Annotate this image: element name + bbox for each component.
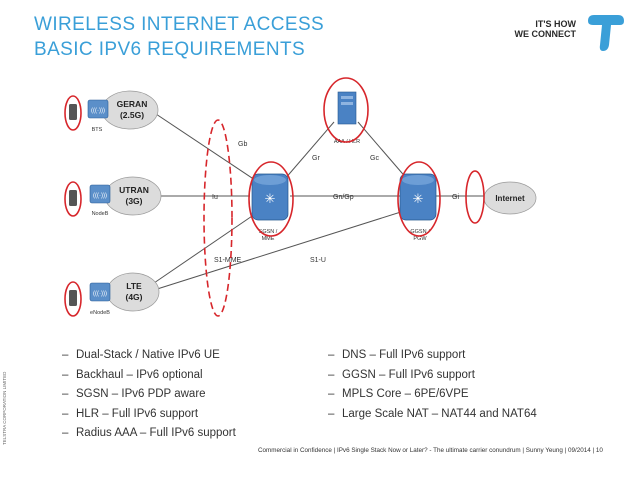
brand-tagline: IT'S HOW WE CONNECT xyxy=(496,19,577,39)
highlight-sgsn xyxy=(248,161,294,237)
iface-gi: Gi xyxy=(452,194,459,201)
nodeb-antenna-icon: (((·))) xyxy=(89,184,111,204)
highlight-ue-geran xyxy=(64,95,82,131)
ue-phone-icons xyxy=(69,104,77,306)
list-item: –HLR – Full IPv6 support xyxy=(62,405,236,425)
bullet-dash: – xyxy=(62,388,69,400)
iface-gb: Gb xyxy=(238,141,247,148)
list-item: –SGSN – IPv6 PDP aware xyxy=(62,385,236,405)
geran-cloud: GERAN (2.5G) xyxy=(101,90,159,130)
bullet-dash: – xyxy=(328,388,335,400)
slide-title: WIRELESS INTERNET ACCESS xyxy=(34,14,325,35)
network-diagram: GERAN (2.5G) (((·))) BTS UTRAN (3G) (((·… xyxy=(64,77,537,317)
iface-gngp: Gn/Gp xyxy=(333,194,354,201)
highlight-gi xyxy=(465,170,485,224)
bts-label: BTS xyxy=(92,127,103,133)
svg-text:✳: ✳ xyxy=(265,191,276,206)
list-item: –Large Scale NAT – NAT44 and NAT64 xyxy=(328,405,537,425)
list-item: –Radius AAA – Full IPv6 support xyxy=(62,424,236,444)
utran-label-line2: (3G) xyxy=(126,196,143,206)
internet-cloud: Internet xyxy=(483,181,537,215)
utran-cloud: UTRAN (3G) xyxy=(104,176,162,216)
slide-subtitle: BASIC IPV6 REQUIREMENTS xyxy=(34,39,306,60)
utran-label-line1: UTRAN xyxy=(119,185,149,195)
sgsn-label-line2: MME xyxy=(262,236,275,242)
bullet-dash: – xyxy=(62,427,69,439)
enodeb-antenna-icon: (((·))) xyxy=(89,282,111,302)
bullet-dash: – xyxy=(328,407,335,420)
tagline-line2: WE CONNECT xyxy=(514,29,577,39)
bts-antenna-icon: (((·))) xyxy=(87,99,109,119)
ggsn-router-icon: ✳ xyxy=(399,173,437,221)
lte-label-line1: LTE xyxy=(126,281,142,291)
slide-footer: Commercial in Confidence | IPv6 Single S… xyxy=(258,447,603,454)
internet-label: Internet xyxy=(495,194,525,203)
highlight-hlr xyxy=(323,77,369,143)
svg-text:✳: ✳ xyxy=(413,191,424,206)
geran-label-line2: (2.5G) xyxy=(120,110,144,120)
iface-s1u: S1-U xyxy=(310,257,326,264)
highlight-ue-utran xyxy=(64,181,82,217)
list-item: –Backhaul – IPv6 optional xyxy=(62,366,236,386)
lte-cloud: LTE (4G) xyxy=(106,272,160,312)
ggsn-label-line2: PGW xyxy=(413,236,427,242)
ggsn-label-line1: GGSN / xyxy=(410,229,430,235)
bullet-dash: – xyxy=(62,368,69,381)
list-item: –Dual-Stack / Native IPv6 UE xyxy=(62,346,236,366)
svg-text:(((·))): (((·))) xyxy=(91,108,105,114)
lte-label-line2: (4G) xyxy=(126,292,143,302)
link-geran-sgsn xyxy=(149,109,259,183)
iface-gc: Gc xyxy=(370,155,379,162)
link-lte-ggsn xyxy=(153,210,405,291)
list-item: –GGSN – Full IPv6 support xyxy=(328,366,537,386)
iface-iu: Iu xyxy=(212,194,218,201)
svg-text:(((·))): (((·))) xyxy=(93,193,107,199)
bullet-dash: – xyxy=(328,349,335,361)
sidebar-copyright: TELSTRA CORPORATION LIMITED xyxy=(2,371,7,445)
nodeb-label: NodeB xyxy=(92,211,109,217)
highlight-ggsn xyxy=(397,161,441,237)
enodeb-label: eNodeB xyxy=(90,310,110,316)
highlight-backhaul xyxy=(203,119,233,317)
link-sgsn-hlr xyxy=(283,121,335,181)
list-item: –MPLS Core – 6PE/6VPE xyxy=(328,385,537,405)
iface-s1mme: S1-MME xyxy=(214,257,242,264)
telstra-t-logo-icon xyxy=(588,15,624,51)
bullet-dash: – xyxy=(62,407,69,420)
bullet-dash: – xyxy=(62,349,69,361)
svg-text:(((·))): (((·))) xyxy=(93,291,107,297)
tagline-line1: IT'S HOW xyxy=(535,19,576,29)
iface-gr: Gr xyxy=(312,155,320,162)
link-lte-sgsn xyxy=(153,211,259,284)
bullet-dash: – xyxy=(328,368,335,381)
sgsn-label-line1: SGSN / xyxy=(259,229,278,235)
bullet-list-right: –DNS – Full IPv6 support –GGSN – Full IP… xyxy=(328,346,537,424)
list-item: –DNS – Full IPv6 support xyxy=(328,346,537,366)
link-ggsn-hlr xyxy=(357,121,409,181)
bullet-list-left: –Dual-Stack / Native IPv6 UE –Backhaul –… xyxy=(62,346,236,444)
highlight-ue-lte xyxy=(64,281,82,317)
hlr-server-icon xyxy=(337,91,357,125)
geran-label-line1: GERAN xyxy=(117,99,148,109)
sgsn-router-icon: ✳ xyxy=(251,173,289,221)
